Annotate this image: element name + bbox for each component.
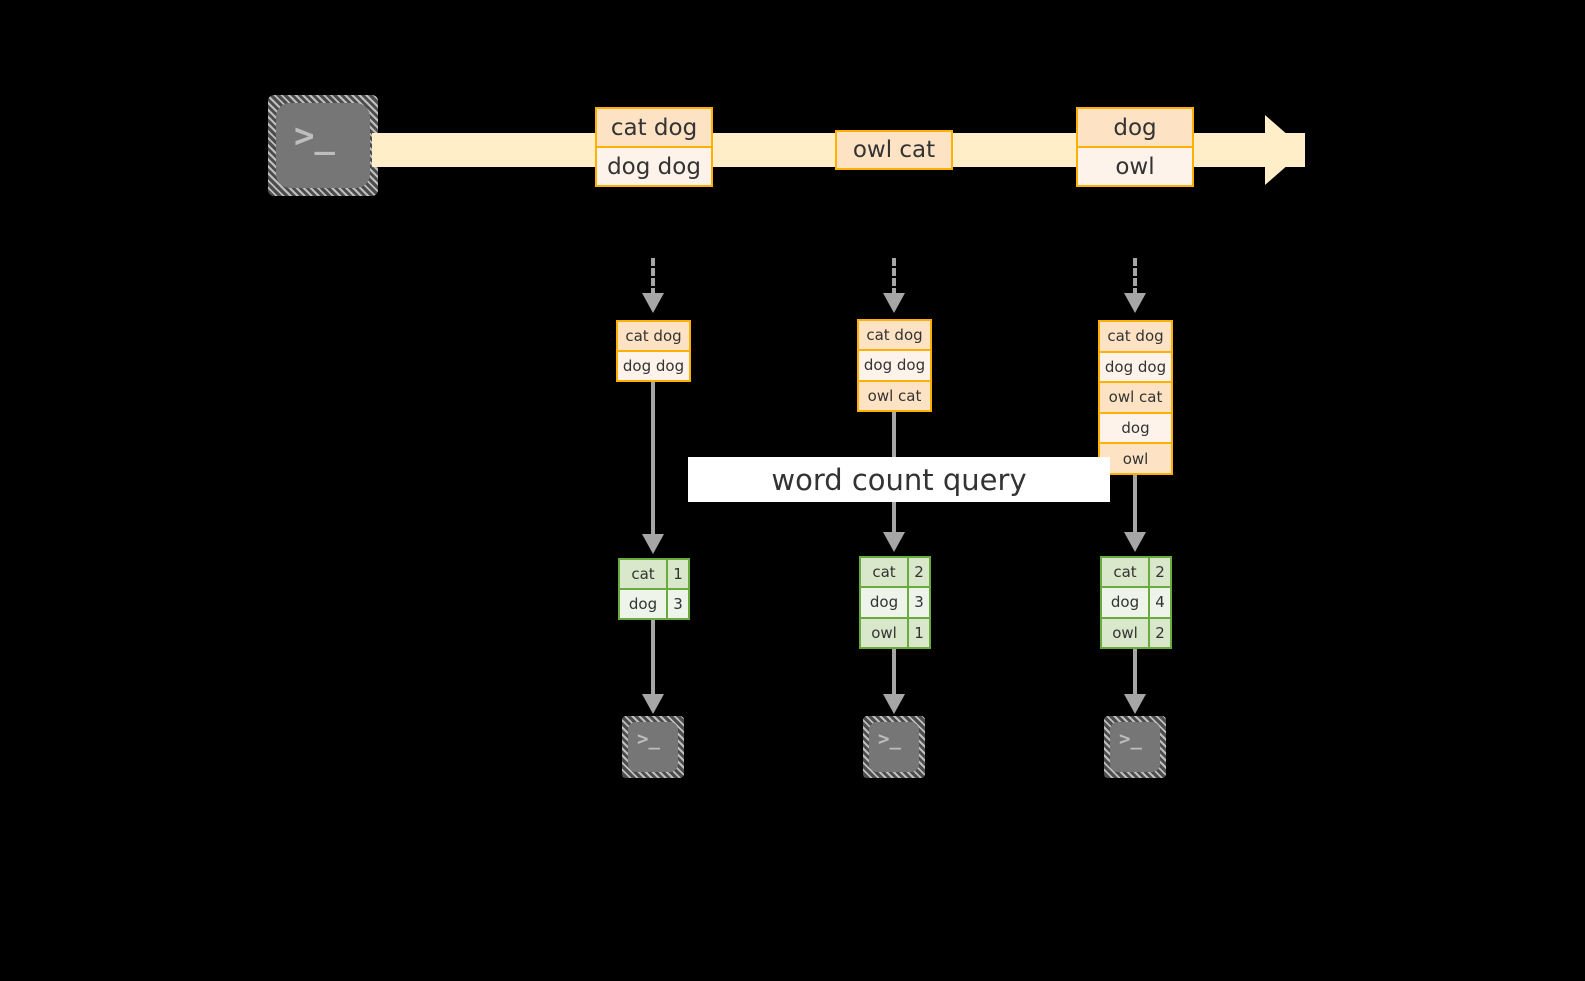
- query-label: word count query: [688, 457, 1110, 502]
- table-row: owl 2: [1102, 616, 1170, 647]
- snapshot-3-input-dashed-line: [1133, 258, 1137, 296]
- snapshot-1-input-line-2: dog dog: [618, 350, 689, 380]
- snapshot-2-input-line-2: dog dog: [859, 349, 930, 380]
- snapshot-3-query-line: [1133, 475, 1137, 535]
- terminal-prompt-glyph: >_: [294, 116, 335, 156]
- snapshot-3-input-line-3: owl cat: [1100, 381, 1171, 412]
- terminal-prompt-glyph: >_: [637, 728, 660, 750]
- snapshot-3-input-line-4: dog: [1100, 411, 1171, 443]
- stream-record-3: dog owl: [1076, 107, 1194, 187]
- snapshot-2-result-table: cat 2 dog 3 owl 1: [859, 556, 931, 649]
- table-row: cat 1: [620, 560, 688, 588]
- result-count: 3: [914, 593, 924, 612]
- terminal-prompt-glyph: >_: [1119, 728, 1142, 750]
- snapshot-2-sink-terminal-icon: >_: [863, 716, 925, 778]
- snapshot-1-query-line: [651, 382, 655, 537]
- result-count: 1: [914, 623, 924, 642]
- stream-record-2: owl cat: [835, 130, 953, 170]
- snapshot-2-input-dashed-line: [892, 258, 896, 296]
- snapshot-1-input-line-1: cat dog: [618, 322, 689, 350]
- snapshot-1-sink-terminal-icon: >_: [622, 716, 684, 778]
- snapshot-2-sink-line: [892, 649, 896, 697]
- snapshot-2-input-line-3: owl cat: [859, 379, 930, 410]
- result-word: owl: [861, 618, 909, 647]
- result-word: cat: [620, 560, 668, 588]
- snapshot-3-query-arrow-icon: [1124, 532, 1146, 552]
- snapshot-2-input-line-1: cat dog: [859, 321, 930, 350]
- result-word: dog: [861, 588, 909, 617]
- snapshot-1-query-arrow-icon: [642, 534, 664, 554]
- table-row: cat 2: [861, 558, 929, 587]
- terminal-face: >_: [1110, 722, 1160, 772]
- snapshot-3-dashed-down-arrow-icon: [1124, 293, 1146, 313]
- table-row: dog 4: [1102, 586, 1170, 617]
- snapshot-1-input-dashed-line: [651, 258, 655, 296]
- snapshot-2-query-arrow-icon: [883, 532, 905, 552]
- terminal-prompt-glyph: >_: [878, 728, 901, 750]
- stream-record-1: cat dog dog dog: [595, 107, 713, 187]
- snapshot-3-input-line-2: dog dog: [1100, 350, 1171, 382]
- snapshot-3-input-line-1: cat dog: [1100, 322, 1171, 351]
- stream-record-1-line-2: dog dog: [597, 146, 711, 185]
- result-word: dog: [620, 590, 668, 618]
- snapshot-1-sink-arrow-icon: [642, 694, 664, 714]
- result-count: 2: [1155, 563, 1165, 582]
- snapshot-2-dashed-down-arrow-icon: [883, 293, 905, 313]
- snapshot-3-sink-terminal-icon: >_: [1104, 716, 1166, 778]
- snapshot-3-result-table: cat 2 dog 4 owl 2: [1100, 556, 1172, 649]
- terminal-face: >_: [869, 722, 919, 772]
- table-row: dog 3: [620, 588, 688, 618]
- result-count: 3: [673, 595, 683, 613]
- stream-record-3-line-2: owl: [1078, 146, 1192, 185]
- snapshot-1-result-table: cat 1 dog 3: [618, 558, 690, 620]
- snapshot-2-sink-arrow-icon: [883, 694, 905, 714]
- stream-record-1-line-1: cat dog: [597, 109, 711, 146]
- table-row: dog 3: [861, 586, 929, 617]
- table-row: owl 1: [861, 616, 929, 647]
- result-count: 2: [1155, 623, 1165, 642]
- snapshot-3-sink-arrow-icon: [1124, 694, 1146, 714]
- terminal-face: >_: [628, 722, 678, 772]
- result-count: 2: [914, 563, 924, 582]
- snapshot-3-input-line-5: owl: [1100, 442, 1171, 473]
- stream-record-3-line-1: dog: [1078, 109, 1192, 146]
- snapshot-3-input-box: cat dog dog dog owl cat dog owl: [1098, 320, 1173, 475]
- table-row: cat 2: [1102, 558, 1170, 587]
- snapshot-1-sink-line: [651, 620, 655, 697]
- stream-arrow-icon: [1265, 115, 1305, 185]
- source-terminal-icon: >_: [268, 95, 378, 196]
- terminal-face: >_: [276, 103, 370, 188]
- result-word: cat: [861, 558, 909, 587]
- result-word: owl: [1102, 618, 1150, 647]
- snapshot-2-input-box: cat dog dog dog owl cat: [857, 319, 932, 412]
- result-word: cat: [1102, 558, 1150, 587]
- stream-record-2-line-1: owl cat: [837, 132, 951, 168]
- result-count: 4: [1155, 593, 1165, 612]
- result-word: dog: [1102, 588, 1150, 617]
- snapshot-1-input-box: cat dog dog dog: [616, 320, 691, 382]
- snapshot-3-sink-line: [1133, 649, 1137, 697]
- result-count: 1: [673, 565, 683, 583]
- snapshot-1-dashed-down-arrow-icon: [642, 293, 664, 313]
